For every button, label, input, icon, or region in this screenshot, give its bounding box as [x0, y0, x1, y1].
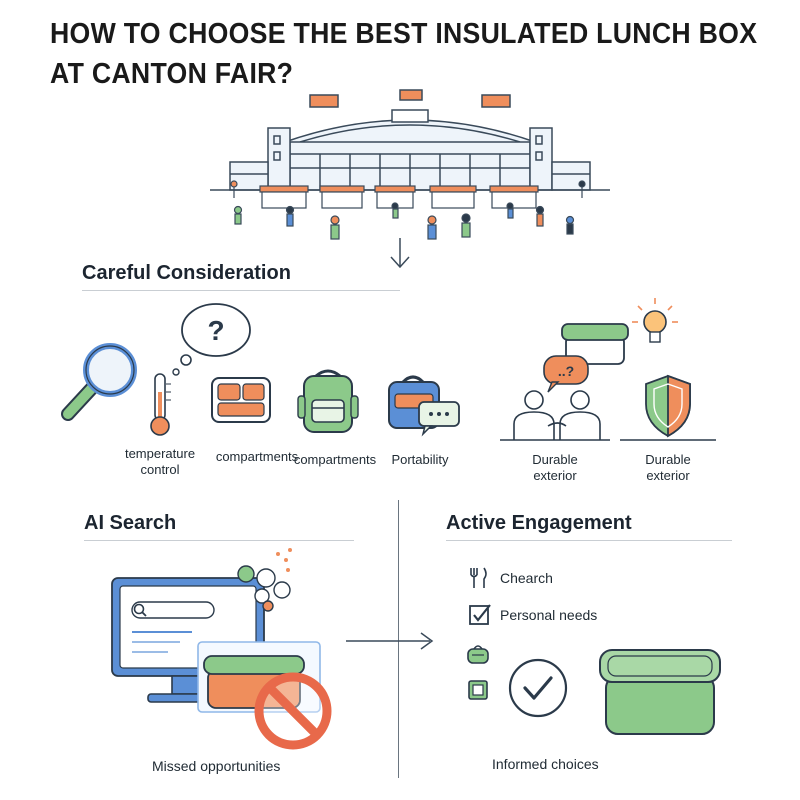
- compartments-label-2: compartments: [293, 452, 377, 467]
- prohibited-icon: [254, 672, 332, 750]
- page-title-line-2: AT CANTON FAIR?: [50, 58, 294, 90]
- right-arrow-icon: [346, 632, 434, 650]
- lightbulb-icon: [632, 298, 678, 343]
- missed-opportunities-caption: Missed opportunities: [152, 758, 281, 774]
- active-engagement-heading: Active Engagement: [446, 512, 632, 534]
- durable-exterior-label-1: Durable exterior: [532, 452, 578, 483]
- canton-fair-building-illustration: [210, 89, 610, 240]
- down-arrow-icon: [390, 238, 410, 269]
- backpack-icon: [297, 369, 359, 433]
- search-icon: [133, 603, 147, 617]
- network-nodes-icon: [237, 548, 292, 612]
- small-bag-icon: [467, 645, 489, 664]
- durable-exterior-label-2: Durable exterior: [645, 452, 691, 483]
- bag-chat-icon: [388, 375, 460, 437]
- magnifier-icon: [61, 343, 137, 421]
- active-engagement-rule: [446, 540, 732, 541]
- fork-knife-icon: [470, 567, 487, 588]
- lunch-box-card: [197, 641, 321, 713]
- temperature-control-label: temperature control: [124, 446, 196, 477]
- people-discussion-icon: ..?: [500, 355, 610, 441]
- thought-bubble-icon: ?: [172, 303, 251, 376]
- check-circle-icon: [508, 658, 568, 718]
- speech-bubble-text: ..?: [558, 363, 574, 379]
- careful-consideration-rule: [82, 290, 400, 291]
- book-icon: [468, 680, 488, 700]
- portability-label: Portability: [391, 452, 449, 467]
- vertical-divider: [398, 500, 399, 778]
- informed-choices-caption: Informed choices: [492, 756, 599, 772]
- personal-needs-label: Personal needs: [500, 607, 598, 623]
- ai-search-rule: [84, 540, 354, 541]
- lunch-box-large-icon: [599, 649, 721, 735]
- checkbox-icon: [469, 604, 491, 625]
- shield-icon: [620, 374, 716, 441]
- thought-bubble-symbol: ?: [207, 315, 224, 346]
- ai-search-heading: AI Search: [84, 512, 177, 534]
- thermometer-icon: [150, 373, 171, 436]
- compartments-label-1: compartments: [215, 449, 299, 464]
- compartment-tray-icon: [211, 377, 271, 423]
- careful-consideration-heading: Careful Consideration: [82, 262, 291, 284]
- page-title-line-1: HOW TO CHOOSE THE BEST INSULATED LUNCH B…: [50, 18, 758, 50]
- chearch-label: Chearch: [500, 570, 553, 586]
